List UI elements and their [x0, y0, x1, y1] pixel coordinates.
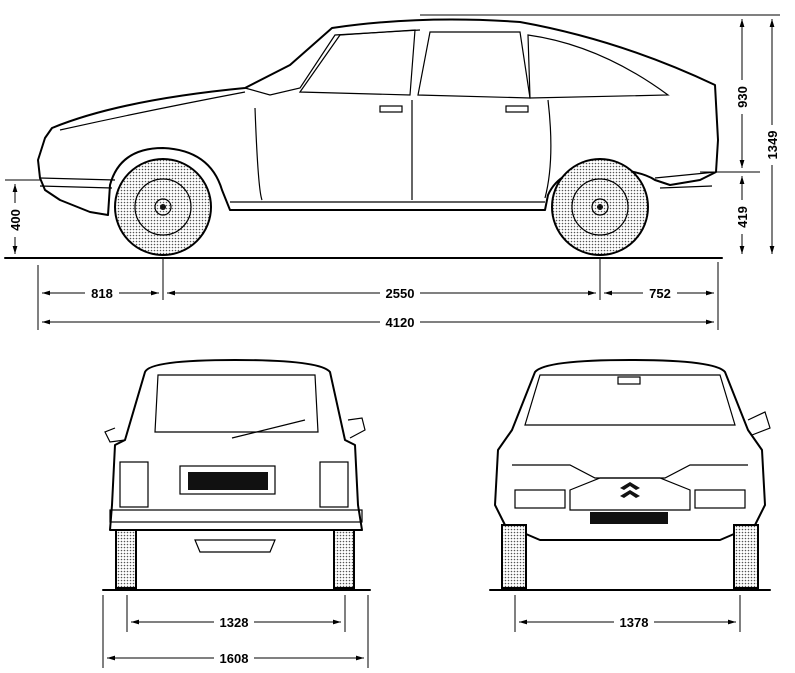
rear-quarter-window — [527, 34, 670, 99]
front-left-tire — [501, 524, 527, 589]
front-overhang-label: 818 — [91, 286, 113, 301]
rear-wiper — [231, 419, 306, 439]
chevron-logo — [620, 482, 640, 498]
hood-line — [59, 91, 246, 131]
rear-right-mirror — [347, 417, 366, 439]
side-body-outline — [37, 18, 719, 216]
license-plate — [188, 472, 268, 490]
rear-ground-height-label: 419 — [735, 206, 750, 228]
rear-bumper — [654, 171, 717, 189]
front-license-plate — [590, 512, 668, 524]
overall-height-label: 1349 — [765, 131, 780, 160]
front-right-mirror — [747, 411, 771, 436]
rear-left-tire — [115, 529, 137, 589]
front-ground-height-label: 400 — [8, 209, 23, 231]
upper-height-label: 930 — [735, 86, 750, 108]
overall-length-label: 4120 — [386, 315, 415, 330]
rear-right-tire — [333, 529, 355, 589]
right-headlight — [694, 489, 746, 509]
rear-track-label: 1328 — [220, 615, 249, 630]
front-body-outline — [494, 359, 766, 541]
wheelbase-label: 2550 — [386, 286, 415, 301]
rear-bumper-bar — [109, 509, 363, 523]
front-right-tire — [733, 524, 759, 589]
front-track-label: 1378 — [620, 615, 649, 630]
front-wheel — [114, 158, 212, 256]
grille-top-line — [512, 464, 748, 479]
left-headlight — [514, 489, 566, 509]
front-window — [298, 29, 416, 96]
left-tail-light — [119, 461, 149, 508]
rear-valance — [194, 539, 276, 553]
front-door-handle — [379, 105, 403, 113]
windshield-front — [524, 374, 736, 426]
license-plate-frame — [179, 465, 276, 495]
side-view: 818 2550 752 4120 930 1349 419 400 — [4, 14, 780, 330]
rear-wheel — [551, 158, 649, 256]
rear-door-window — [417, 31, 531, 99]
rear-body-outline — [109, 359, 363, 531]
rear-window — [154, 374, 319, 433]
front-view: 1378 — [489, 359, 771, 632]
windshield — [244, 29, 421, 96]
door-lines — [254, 99, 552, 201]
right-tail-light — [319, 461, 349, 508]
rear-door-handle — [505, 105, 529, 113]
rear-view: 1328 1608 — [102, 359, 371, 668]
front-grille — [569, 477, 691, 511]
rear-left-mirror — [104, 427, 126, 443]
front-bumper — [39, 177, 116, 189]
rear-overhang-label: 752 — [649, 286, 671, 301]
rear-view-mirror — [617, 376, 641, 385]
overall-width-label: 1608 — [220, 651, 249, 666]
